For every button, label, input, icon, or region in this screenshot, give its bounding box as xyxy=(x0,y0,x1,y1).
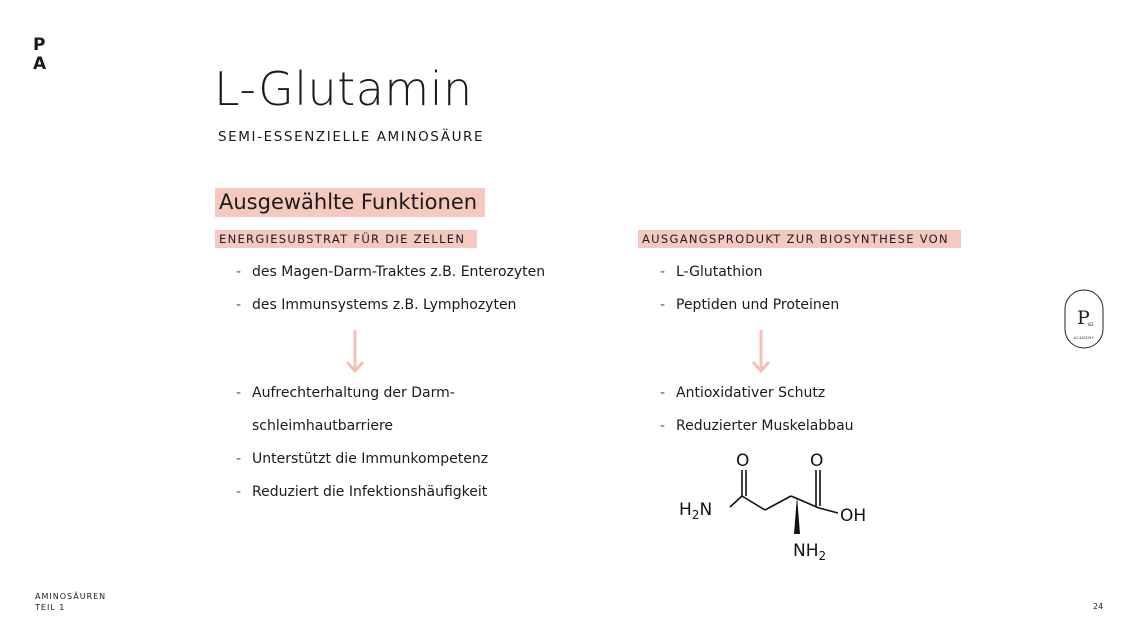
brand-logo: P A xyxy=(33,36,47,74)
arrow-down-icon xyxy=(345,330,365,374)
brand-logo-line2: A xyxy=(33,54,48,74)
badge-arc-text: ACADEMY xyxy=(1074,336,1095,340)
molecule-hydroxyl-group: OH xyxy=(840,506,866,526)
molecule-amide-h: H xyxy=(679,500,692,520)
left-column-heading: ENERGIESUBSTRAT FÜR DIE ZELLEN xyxy=(215,230,478,248)
footer-line2: TEIL 1 xyxy=(35,603,66,612)
academy-badge-icon: P 82 ACADEMY xyxy=(1064,289,1104,349)
arrow-down-icon xyxy=(751,330,771,374)
list-item: des Magen-Darm-Traktes z.B. Enterozyten xyxy=(236,256,545,289)
right-column-heading: AUSGANGSPRODUKT ZUR BIOSYNTHESE VON xyxy=(638,230,961,248)
molecule-amino-nh: NH xyxy=(793,541,819,561)
footer: AMINOSÄUREN TEIL 1 xyxy=(35,591,106,613)
molecule-amino-group: NH2 xyxy=(793,541,826,563)
molecule-amide-group: H2N xyxy=(679,500,712,522)
page-number: 24 xyxy=(1093,602,1104,611)
right-top-list: L-Glutathion Peptiden und Proteinen xyxy=(660,256,839,322)
badge-letter: P xyxy=(1077,307,1090,329)
footer-line1: AMINOSÄUREN xyxy=(35,592,107,601)
section-heading: Ausgewählte Funktionen xyxy=(215,188,486,217)
list-item: Antioxidativer Schutz xyxy=(660,377,854,410)
left-top-list: des Magen-Darm-Traktes z.B. Enterozyten … xyxy=(236,256,545,322)
brand-logo-line1: P xyxy=(33,35,47,55)
badge-number: 82 xyxy=(1088,322,1094,328)
right-bottom-list: Antioxidativer Schutz Reduzierter Muskel… xyxy=(660,377,854,443)
list-item: Unterstützt die Immunkompetenz xyxy=(236,443,566,476)
molecule-oxygen-2: O xyxy=(810,451,823,471)
list-item: Aufrechterhaltung der Darm-schleimhautba… xyxy=(236,377,566,443)
glutamine-structure-diagram: O O H2N OH NH2 xyxy=(679,451,866,563)
list-item: des Immunsystems z.B. Lymphozyten xyxy=(236,289,545,322)
molecule-amide-subscript: 2 xyxy=(692,508,700,522)
list-item: Peptiden und Proteinen xyxy=(660,289,839,322)
molecule-oxygen-1: O xyxy=(736,451,749,471)
list-item: L-Glutathion xyxy=(660,256,839,289)
list-item: Reduziert die Infektionshäufigkeit xyxy=(236,476,566,509)
left-bottom-list: Aufrechterhaltung der Darm-schleimhautba… xyxy=(236,377,566,509)
page-subtitle: SEMI-ESSENZIELLE AMINOSÄURE xyxy=(218,129,485,145)
list-item: Reduzierter Muskelabbau xyxy=(660,410,854,443)
molecule-amide-n: N xyxy=(699,500,712,520)
page-title: L-Glutamin xyxy=(214,62,473,116)
molecule-amino-subscript: 2 xyxy=(819,549,827,563)
